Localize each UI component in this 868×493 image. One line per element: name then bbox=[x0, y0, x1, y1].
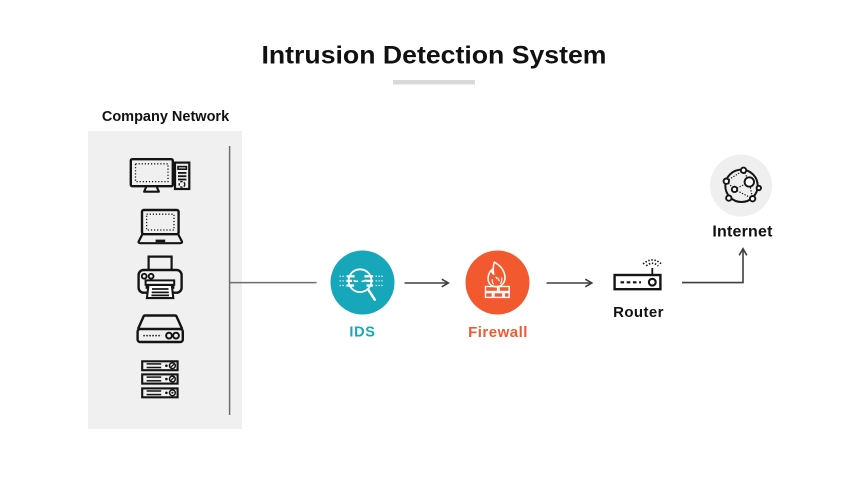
svg-text:Company Network: Company Network bbox=[102, 109, 230, 125]
svg-text:IDS: IDS bbox=[349, 325, 375, 341]
svg-text:Intrusion Detection System: Intrusion Detection System bbox=[262, 41, 607, 69]
svg-text:Internet: Internet bbox=[712, 223, 773, 240]
svg-text:Router: Router bbox=[613, 304, 664, 321]
svg-text:Firewall: Firewall bbox=[468, 324, 528, 341]
